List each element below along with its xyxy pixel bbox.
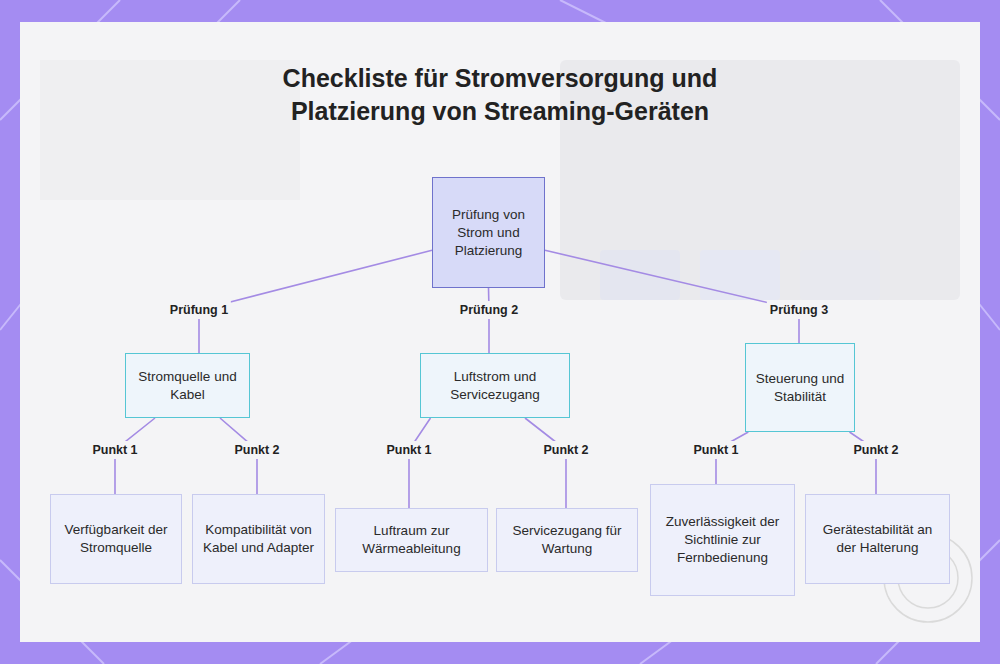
node-text-group: Steuerung und Stabilität (754, 370, 846, 406)
node-label: Luftstrom und Servicezugang (429, 368, 561, 404)
root-box: Prüfung von Strom und Platzierung (432, 177, 545, 288)
node-label: Zuverlässigkeit der Sichtlinie zur Fernb… (659, 513, 786, 567)
node-label: Verfügbarkeit der Stromquelle (59, 521, 173, 557)
connector-line (525, 418, 566, 508)
node-text-group: Luftraum zur Wärmeableitung (344, 522, 479, 558)
edge-label: Punkt 2 (850, 441, 901, 459)
connector-line (488, 288, 490, 353)
edge-label: Punkt 1 (383, 441, 434, 459)
point-box: Servicezugang für Wartung (496, 508, 638, 572)
edge-label: Prüfung 1 (167, 301, 231, 319)
connector-line (545, 250, 799, 343)
check-box: Stromquelle und Kabel (125, 353, 250, 418)
node-label: Luftraum zur Wärmeableitung (344, 522, 479, 558)
node-label: Stromquelle und Kabel (134, 368, 241, 404)
content-panel (20, 22, 980, 642)
check-box: Steuerung und Stabilität (745, 343, 855, 432)
edge-label: Prüfung 3 (767, 301, 831, 319)
faded-photo (40, 60, 960, 300)
connector-line (199, 250, 432, 353)
node-label: Gerätestabilität an der Halterung (814, 521, 941, 557)
point-box: Zuverlässigkeit der Sichtlinie zur Fernb… (650, 484, 795, 596)
edge-label: Punkt 2 (231, 441, 282, 459)
node-text-group: Kompatibilität von Kabel und Adapter (201, 521, 316, 557)
node-label: Kompatibilität von Kabel und Adapter (201, 521, 316, 557)
check-box: Luftstrom und Servicezugang (420, 353, 570, 418)
node-label: Prüfung von Strom und Platzierung (441, 206, 536, 260)
node-label: Steuerung und Stabilität (754, 370, 846, 406)
edge-label: Prüfung 2 (457, 301, 521, 319)
node-label: Servicezugang für Wartung (505, 522, 629, 558)
connector-line (409, 418, 431, 508)
point-box: Gerätestabilität an der Halterung (805, 494, 950, 584)
point-box: Kompatibilität von Kabel und Adapter (192, 494, 325, 584)
node-text-group: Servicezugang für Wartung (505, 522, 629, 558)
diagram-title: Checkliste für Stromversorgung und Platz… (230, 62, 770, 128)
node-text-group: Stromquelle und Kabel (134, 368, 241, 404)
node-text-group: Verfügbarkeit der Stromquelle (59, 521, 173, 557)
point-box: Verfügbarkeit der Stromquelle (50, 494, 182, 584)
edge-label: Punkt 1 (89, 441, 140, 459)
point-box: Luftraum zur Wärmeableitung (335, 508, 488, 572)
edge-label: Punkt 2 (540, 441, 591, 459)
node-text-group: Luftstrom und Servicezugang (429, 368, 561, 404)
node-text-group: Zuverlässigkeit der Sichtlinie zur Fernb… (659, 513, 786, 567)
node-text-group: Prüfung von Strom und Platzierung (441, 206, 536, 260)
node-text-group: Gerätestabilität an der Halterung (814, 521, 941, 557)
edge-label: Punkt 1 (690, 441, 741, 459)
